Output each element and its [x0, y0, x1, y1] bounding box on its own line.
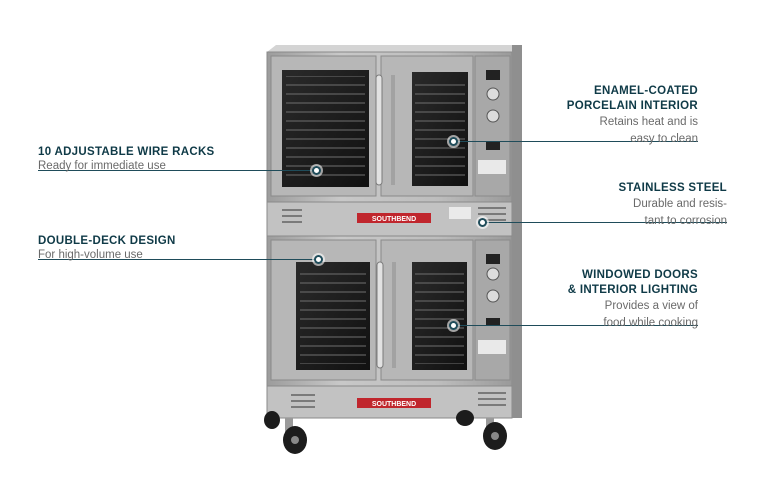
callout-double-deck: DOUBLE-DECK DESIGN For high-volume use: [38, 234, 176, 261]
callout-title-line-1: ENAMEL-COATED: [594, 85, 698, 97]
upper-door-handle: [375, 74, 383, 186]
leader-line-wire-racks: [38, 170, 316, 171]
callout-desc: For high-volume use: [38, 249, 143, 261]
leader-line-windowed: [453, 325, 698, 326]
callout-enamel: ENAMEL-COATED PORCELAIN INTERIOR Retains…: [567, 84, 698, 148]
hotspot-windowed[interactable]: [449, 321, 458, 330]
lower-door-handle: [376, 261, 384, 369]
callout-stainless: STAINLESS STEEL Durable and resis- tant …: [619, 181, 727, 230]
upper-brand-text: SOUTHBEND: [372, 216, 416, 223]
callout-desc: Ready for immediate use: [38, 160, 166, 172]
callout-title-line-2: & INTERIOR LIGHTING: [567, 284, 698, 296]
hotspot-wire-racks[interactable]: [312, 166, 321, 175]
callout-wire-racks: 10 ADJUSTABLE WIRE RACKS Ready for immed…: [38, 145, 215, 172]
callout-title-line-1: WINDOWED DOORS: [582, 269, 698, 281]
callout-title: 10 ADJUSTABLE WIRE RACKS: [38, 146, 215, 158]
callout-title: DOUBLE-DECK DESIGN: [38, 235, 176, 247]
leader-line-double-deck: [38, 259, 318, 260]
upper-oven: [266, 45, 522, 203]
callout-desc-line-2: tant to corrosion: [644, 215, 727, 227]
upper-base-band: SOUTHBEND: [266, 201, 522, 237]
callout-title-line-2: PORCELAIN INTERIOR: [566, 100, 698, 112]
leader-line-stainless: [482, 222, 727, 223]
hotspot-double-deck[interactable]: [314, 255, 323, 264]
lower-base-band: SOUTHBEND: [266, 385, 522, 419]
lower-oven: [266, 235, 522, 387]
callout-desc-line-1: Retains heat and is: [599, 116, 698, 128]
callout-title: STAINLESS STEEL: [618, 182, 727, 194]
lower-brand-badge: [357, 398, 431, 408]
leader-line-enamel: [453, 141, 698, 142]
hotspot-stainless[interactable]: [478, 218, 487, 227]
callout-desc-line-1: Durable and resis-: [633, 198, 727, 210]
lower-brand-text: SOUTHBEND: [372, 401, 416, 408]
callout-desc-line-1: Provides a view of: [604, 300, 698, 312]
hotspot-enamel[interactable]: [449, 137, 458, 146]
callout-windowed: WINDOWED DOORS & INTERIOR LIGHTING Provi…: [568, 268, 698, 332]
callout-desc-line-2: food while cooking: [603, 317, 698, 329]
upper-brand-badge: [357, 213, 431, 223]
legs-and-casters: [264, 410, 507, 454]
callout-desc-line-2: easy to clean: [630, 133, 698, 145]
